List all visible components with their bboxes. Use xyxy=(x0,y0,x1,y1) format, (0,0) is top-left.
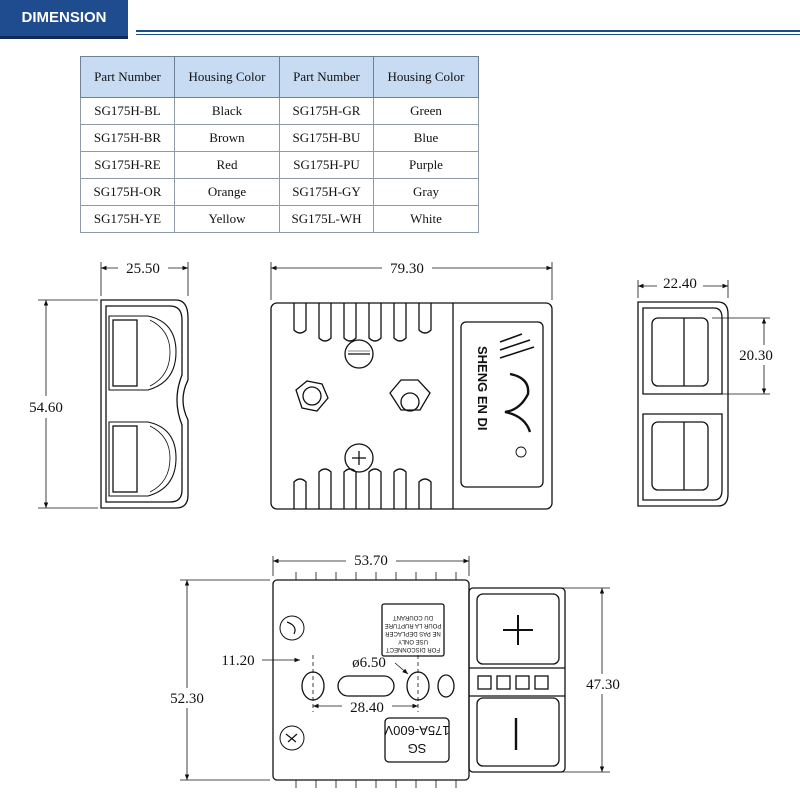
table-cell: SG175H-GY xyxy=(279,178,374,206)
table-cell: SG175H-YE xyxy=(80,205,175,233)
dim-bottom-length: 53.70 xyxy=(354,553,388,569)
table-header-cell: Part Number xyxy=(80,56,175,98)
table-header-cell: Housing Color xyxy=(174,56,280,98)
dim-bottom-height: 52.30 xyxy=(170,691,204,707)
rating-label: SG 175A-600V xyxy=(384,723,449,756)
dim-label-bg xyxy=(657,274,703,292)
warning-line: USE ONLY xyxy=(398,638,428,644)
warning-line: NE PAS DEPLACER xyxy=(385,630,441,636)
warning-line: POUR LA RUPTURE xyxy=(385,622,442,628)
bottom-view xyxy=(180,556,610,788)
model-text: SG xyxy=(408,741,427,756)
dim-bottom-offset: 11.20 xyxy=(221,653,254,669)
table-cell: SG175H-BL xyxy=(80,97,175,125)
logo-text: SHENG EN DI xyxy=(475,346,490,431)
dim-label-bg xyxy=(734,345,780,365)
dim-hole-spacing: 28.40 xyxy=(350,700,384,716)
dim-end-slot-height: 20.30 xyxy=(739,348,773,364)
dim-side-height: 54.60 xyxy=(29,400,63,416)
rating-text: 175A-600V xyxy=(384,723,449,738)
table-cell: SG175L-WH xyxy=(279,205,374,233)
dim-label-bg xyxy=(22,396,70,418)
table-row: SG175H-BR Brown SG175H-BU Blue xyxy=(80,124,479,152)
table-row: SG175H-BL Black SG175H-GR Green xyxy=(80,97,479,125)
table-cell: SG175H-RE xyxy=(80,151,175,179)
top-view xyxy=(270,262,553,510)
end-view xyxy=(637,280,770,507)
dim-hole-diameter: ø6.50 xyxy=(352,655,386,671)
warning-line: DU COURANT xyxy=(393,614,433,620)
dim-top-length: 79.30 xyxy=(390,261,424,277)
table-cell: Red xyxy=(174,151,280,179)
dim-label-bg xyxy=(346,550,396,568)
table-header-cell: Part Number xyxy=(279,56,374,98)
dim-label-bg xyxy=(382,258,432,276)
table-cell: SG175H-BR xyxy=(80,124,175,152)
header-rule xyxy=(136,30,800,32)
table-cell: SG175H-OR xyxy=(80,178,175,206)
table-cell: SG175H-BU xyxy=(279,124,374,152)
table-row: SG175H-YE Yellow SG175L-WH White xyxy=(80,205,479,233)
table-header-row: Part Number Housing Color Part Number Ho… xyxy=(80,56,479,98)
dim-end-width: 22.40 xyxy=(663,276,697,292)
warning-label: FOR DISCONNECT USE ONLY NE PAS DEPLACER … xyxy=(385,614,442,652)
table-cell: Orange xyxy=(174,178,280,206)
table-header-cell: Housing Color xyxy=(373,56,479,98)
table-cell: SG175H-GR xyxy=(279,97,374,125)
dim-label-bg xyxy=(160,688,214,708)
table-cell: White xyxy=(373,205,479,233)
dim-bottom-contact-height: 47.30 xyxy=(586,677,620,693)
table-cell: Black xyxy=(174,97,280,125)
dim-label-bg xyxy=(342,697,392,715)
table-cell: SG175H-PU xyxy=(279,151,374,179)
table-cell: Blue xyxy=(373,124,479,152)
table-row: SG175H-RE Red SG175H-PU Purple xyxy=(80,151,479,179)
dimension-header-tab: DIMENSION xyxy=(0,0,128,39)
warning-line: FOR DISCONNECT xyxy=(386,646,440,652)
table-cell: Yellow xyxy=(174,205,280,233)
dim-label-bg xyxy=(580,674,626,694)
dim-side-width: 25.50 xyxy=(126,261,160,277)
header-rule-thin xyxy=(136,34,800,35)
part-color-table: Part Number Housing Color Part Number Ho… xyxy=(80,56,479,233)
dimension-header-title: DIMENSION xyxy=(21,9,107,26)
dim-label-bg xyxy=(118,258,168,276)
side-view xyxy=(38,262,189,509)
